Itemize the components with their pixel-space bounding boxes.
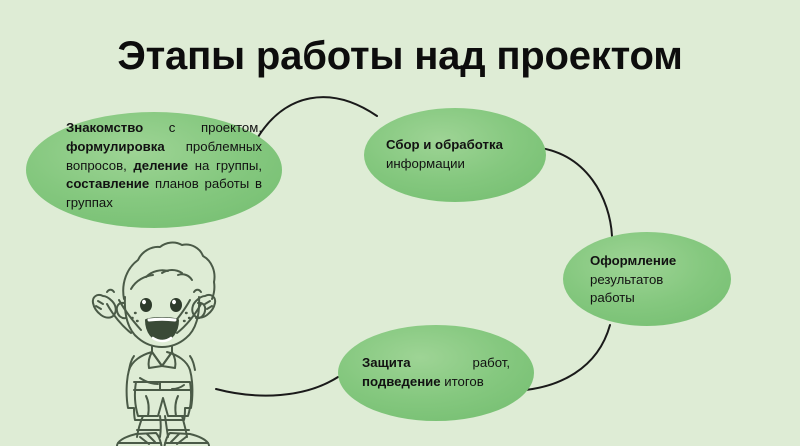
ellipse-step-2[interactable] (364, 108, 546, 202)
step-node-4[interactable]: Защита работ, подведение итогов (362, 351, 510, 395)
step-4-text: Защита работ, подведение итогов (362, 355, 510, 389)
connector-step2-step3 (532, 146, 613, 237)
step-1-text: Знакомство с проектом, формулировка проб… (66, 120, 262, 211)
connector-step4-illustration (215, 376, 339, 397)
connector-step3-step4 (512, 324, 611, 392)
page-title: Этапы работы над проектом (117, 34, 683, 78)
cheering-boy-illustration (91, 241, 217, 446)
ellipse-step-3[interactable] (563, 232, 731, 326)
connector-step1-step2 (257, 96, 378, 138)
step-node-1[interactable]: Знакомство с проектом, формулировка проб… (66, 114, 262, 218)
ellipse-step-1[interactable] (26, 112, 282, 228)
ellipse-step-4[interactable] (338, 325, 534, 421)
